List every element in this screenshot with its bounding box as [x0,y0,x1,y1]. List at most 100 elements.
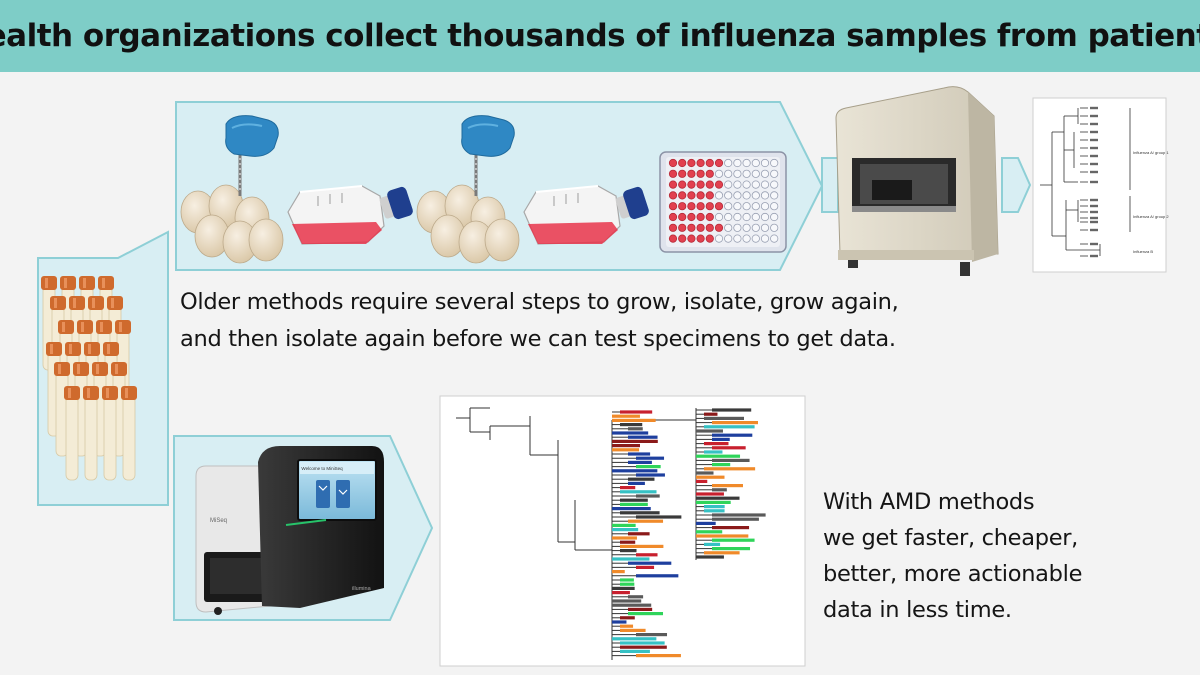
tree-tip-bar [636,456,665,460]
tree-tip-label [1090,198,1098,202]
plate-well [733,212,742,222]
plate-well [668,212,678,222]
plate-well [742,180,751,189]
tree-tip-bar [612,586,635,590]
tree-tip-bar [704,425,755,429]
tree-tip-bar [620,649,650,653]
tree-tip-bar [612,444,640,448]
tree-tip-bar [712,446,746,450]
tree-tip-bar [612,507,651,511]
plate-well [751,191,760,200]
plate-well [696,158,705,168]
older-methods-line-2: and then isolate again before we can tes… [180,326,896,352]
tree-tip-bar [696,496,740,500]
plate-well [687,223,696,232]
tree-tip-bar [620,624,634,628]
plate-well [742,202,751,211]
plate-well [705,223,714,232]
plate-well [751,158,760,168]
plate-well [705,158,714,168]
plate-well [687,202,696,211]
tree-tip-label [1090,146,1098,150]
tree-tip-bar [628,460,652,464]
tree-tip-bar [696,429,723,433]
plate-well [770,234,779,243]
tree-tip-bar [628,452,651,456]
tree-tip-bar [704,542,721,546]
tree-tip-bar [636,515,682,519]
tree-tip-bar [620,502,648,506]
tree-tip-bar [620,498,648,502]
plate-well [724,212,733,222]
tree-tip-bar [712,517,759,521]
tree-card-top [1032,97,1167,273]
plate-well [696,223,705,232]
plate-well [742,169,751,178]
tree-tip-bar [612,536,637,540]
tree-tip-bar [704,412,718,416]
plate-well [733,223,742,232]
amd-line-3: better, more actionable [823,561,1083,587]
plate-well [760,234,770,243]
plate-well [733,158,742,168]
plate-well [724,191,733,200]
plate-well [714,158,724,168]
tree-label-group2: Influenza A/ group 2 [1133,214,1169,219]
plate-well [678,180,687,189]
plate-well [696,212,705,222]
tree-tip-label [1090,216,1098,220]
plate-well [760,169,770,178]
tree-tip-bar [696,521,716,525]
tree-tip-bar [620,628,646,632]
plate-well [687,180,696,189]
tree-tip-bar [628,595,644,599]
tree-tip-bar [620,410,653,414]
arrow-to-tree [1001,157,1032,213]
plate-well [668,169,678,178]
plate-well [733,191,742,200]
tree-tip-label [1090,254,1098,258]
tree-tip-bar [696,555,724,559]
plate-well [770,202,779,211]
tree-tip-bar [636,494,660,498]
plate-well [668,180,678,189]
tree-tip-bar [636,574,679,578]
tree-tip-bar [628,612,664,616]
tree-tip-bar [704,416,745,420]
plate-well [742,212,751,222]
large-phylo-tree [456,407,766,660]
tree-tip-label [1090,154,1098,158]
plate-well [724,202,733,211]
tree-tip-bar [612,439,658,443]
plate-well [751,202,760,211]
plate-well [705,180,714,189]
plate-well [770,180,779,189]
tree-tip-bar [696,479,708,483]
tree-tip-bar [696,454,741,458]
tree-tip-bar [620,549,637,553]
tree-tip-label [1090,114,1098,118]
tree-tip-bar [612,620,627,624]
tree-label-groupb: Influenza B [1133,249,1153,254]
plate-well [678,212,687,222]
tree-tip-bar [712,488,727,492]
tree-tip-bar [636,654,681,658]
tree-tip-bar [612,414,640,418]
tree-tip-bar [612,557,650,561]
tree-tip-bar [712,484,743,488]
tree-tip-bar [612,528,639,532]
older-methods-line-1: Older methods require several steps to g… [180,289,899,315]
tree-tip-bar [620,616,635,620]
plate-well [668,234,678,243]
plate-well [696,202,705,211]
tree-tip-label [1090,228,1098,232]
tree-tip-bar [620,490,657,494]
tree-tip-bar [612,570,625,574]
tree-tip-bar [612,431,649,435]
tree-tip-bar [612,637,657,641]
plate-well [668,223,678,232]
tree-tip-bar [636,465,661,469]
plate-well [687,158,696,168]
tree-tip-bar [620,544,664,548]
